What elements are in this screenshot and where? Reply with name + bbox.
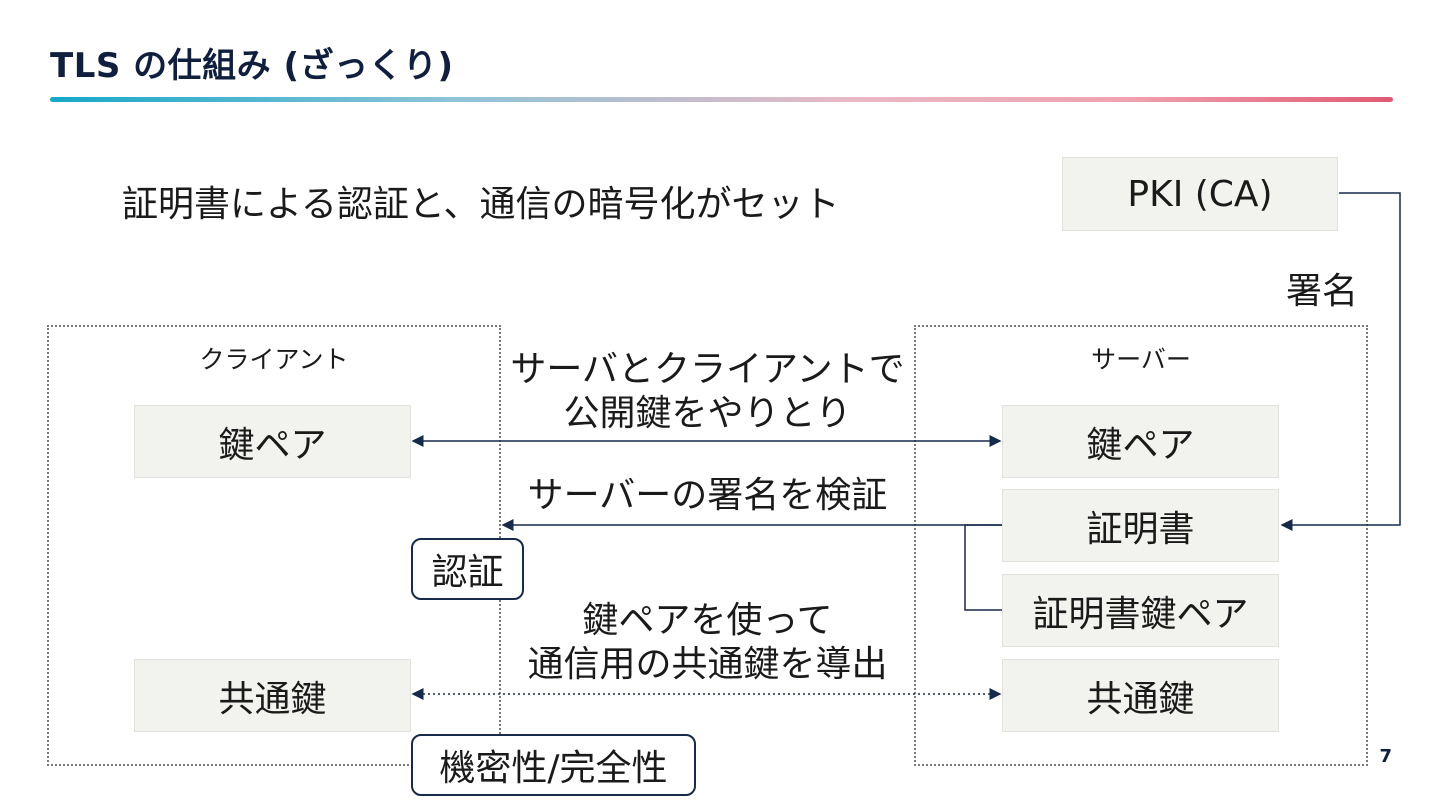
- client-keypair-box: 鍵ペア: [134, 405, 411, 478]
- cert-keypair-bracket: [964, 524, 1002, 611]
- server-group: [914, 325, 1368, 766]
- signature-edge-label: 署名: [1286, 271, 1359, 312]
- server-keypair-label: 鍵ペア: [1086, 424, 1195, 466]
- auth-badge: 認証: [411, 538, 524, 600]
- derive-caption-line1: 鍵ペアを使って: [582, 600, 833, 641]
- client-shared-key-label: 共通鍵: [218, 678, 327, 720]
- verify-caption: サーバーの署名を検証: [527, 475, 888, 516]
- client-keypair-label: 鍵ペア: [218, 424, 327, 466]
- key-exchange-caption: サーバとクライアントで 公開鍵をやりとり: [501, 348, 914, 436]
- pki-ca-box: PKI (CA): [1062, 157, 1338, 231]
- key-exchange-caption-line2: 公開鍵をやりとり: [563, 393, 852, 434]
- server-keypair-box: 鍵ペア: [1002, 405, 1279, 478]
- slide-subtitle: 証明書による認証と、通信の暗号化がセット: [122, 184, 840, 225]
- server-shared-key-box: 共通鍵: [1002, 659, 1279, 732]
- integrity-badge: 機密性/完全性: [411, 734, 696, 796]
- page-number: 7: [1379, 746, 1392, 767]
- server-cert-keypair-label: 証明書鍵ペア: [1032, 593, 1249, 635]
- client-group-label: クライアント: [199, 345, 349, 374]
- server-certificate-label: 証明書: [1086, 508, 1195, 550]
- derive-caption-line2: 通信用の共通鍵を導出: [527, 644, 888, 685]
- auth-badge-label: 認証: [431, 552, 504, 593]
- server-cert-keypair-box: 証明書鍵ペア: [1002, 574, 1279, 647]
- server-group-label: サーバー: [1091, 345, 1191, 374]
- pki-ca-label: PKI (CA): [1127, 173, 1273, 215]
- server-shared-key-label: 共通鍵: [1086, 678, 1195, 720]
- title-divider: [50, 97, 1393, 102]
- integrity-badge-label: 機密性/完全性: [439, 748, 668, 789]
- client-shared-key-box: 共通鍵: [134, 659, 411, 732]
- pki-signature-arrow: [1280, 192, 1401, 531]
- slide-title: TLS の仕組み (ざっくり): [50, 46, 454, 86]
- derive-caption: 鍵ペアを使って 通信用の共通鍵を導出: [501, 599, 914, 687]
- key-exchange-caption-line1: サーバとクライアントで: [510, 349, 905, 390]
- server-certificate-box: 証明書: [1002, 489, 1279, 562]
